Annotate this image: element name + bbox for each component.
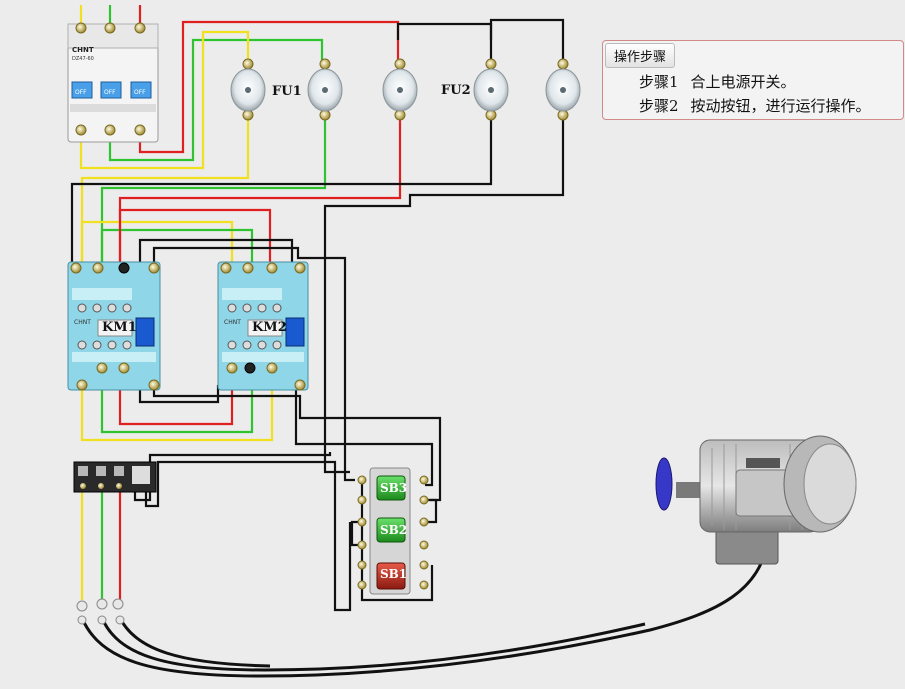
- wire-fu2-black-down: [70, 115, 493, 268]
- km2-terminals: [220, 262, 306, 391]
- circuit-breaker[interactable]: CHNT DZ47-60 OFF OFF OFF: [67, 22, 159, 143]
- wire-breaker-red-fu: [138, 20, 400, 154]
- sb1-button[interactable]: SB1: [376, 562, 407, 590]
- wire-breaker-yellow-fu: [79, 30, 250, 170]
- km1-brand: CHNT: [74, 319, 91, 326]
- breaker-brand: CHNT: [72, 46, 94, 54]
- wire-fu2-black-top2: [489, 18, 565, 64]
- motor-cable-2: [100, 617, 646, 672]
- wire-breaker-green-fu: [108, 38, 324, 162]
- motor-cable-3: [118, 617, 271, 668]
- km2-brand: CHNT: [224, 319, 241, 326]
- step-1-text: 合上电源开关。: [690, 73, 796, 91]
- wire-relay-ctrl1: [144, 460, 352, 612]
- wire-btn-mid: [350, 520, 362, 547]
- operation-steps-tab[interactable]: 操作步骤: [605, 43, 676, 68]
- wire-fu1-green-down: [100, 115, 327, 268]
- wire-km-bot-black3: [294, 385, 434, 487]
- sb2-label: SB2: [380, 523, 407, 537]
- wire-fu2-black-down2: [323, 115, 565, 474]
- step-2-text: 按动按钮，进行运行操作。: [690, 97, 871, 115]
- breaker-switch-label-1: OFF: [75, 89, 87, 96]
- wire-fu2-black-top: [396, 22, 493, 64]
- wire-km-bot-yellow: [80, 385, 274, 442]
- sb3-label: SB3: [380, 481, 407, 495]
- step-2: 步骤2 按动按钮，进行运行操作。: [639, 95, 871, 116]
- motor-cable-1: [80, 539, 770, 678]
- fuse-row: [230, 58, 581, 121]
- wire-km-top-black2: [152, 246, 355, 482]
- contactor-km2[interactable]: CHNT: [217, 261, 309, 391]
- contactor-km1[interactable]: CHNT: [67, 261, 161, 391]
- wire-km-bot-black2: [152, 385, 442, 502]
- wire-fu1-red-down: [118, 115, 402, 268]
- sb3-button[interactable]: SB3: [376, 475, 407, 501]
- km1-terminals: [70, 262, 160, 391]
- sb2-button[interactable]: SB2: [376, 517, 407, 543]
- fuse-icon: [382, 58, 418, 121]
- km1-label: KM1: [102, 320, 137, 335]
- terminal-block-icon: [76, 598, 125, 625]
- wire-relay-ctrl2: [133, 452, 332, 502]
- wires: [70, 5, 770, 678]
- breaker-screws: [75, 22, 146, 136]
- fuse-icon: [230, 58, 266, 121]
- step-1: 步骤1 合上电源开关。: [639, 71, 796, 92]
- wire-km-bot-red: [118, 385, 234, 426]
- step-2-number: 步骤2: [639, 97, 679, 115]
- wire-btn-left: [360, 480, 434, 602]
- fu1-label: FU1: [272, 84, 302, 99]
- wire-km-top-black: [138, 238, 294, 268]
- button-box-terminals: [357, 475, 429, 590]
- wire-km-bot-black: [138, 385, 220, 404]
- fuse-icon: [545, 58, 581, 121]
- wire-km-bot-green: [100, 385, 254, 434]
- operation-steps-panel: 操作步骤 步骤1 合上电源开关。 步骤2 按动按钮，进行运行操作。: [602, 40, 904, 120]
- fuse-icon: [473, 58, 509, 121]
- breaker-switch-label-2: OFF: [104, 89, 116, 96]
- thermal-relay-icon[interactable]: [73, 461, 157, 493]
- fu2-label: FU2: [441, 83, 471, 98]
- sb1-label: SB1: [380, 567, 407, 581]
- km2-label: KM2: [252, 320, 287, 335]
- breaker-model: DZ47-60: [72, 56, 94, 62]
- breaker-switch-label-3: OFF: [134, 89, 146, 96]
- fuse-icon: [307, 58, 343, 121]
- wire-km-top-yellow: [80, 220, 234, 268]
- wire-btn-right: [424, 498, 438, 524]
- step-1-number: 步骤1: [639, 73, 679, 91]
- motor-icon: [655, 435, 857, 565]
